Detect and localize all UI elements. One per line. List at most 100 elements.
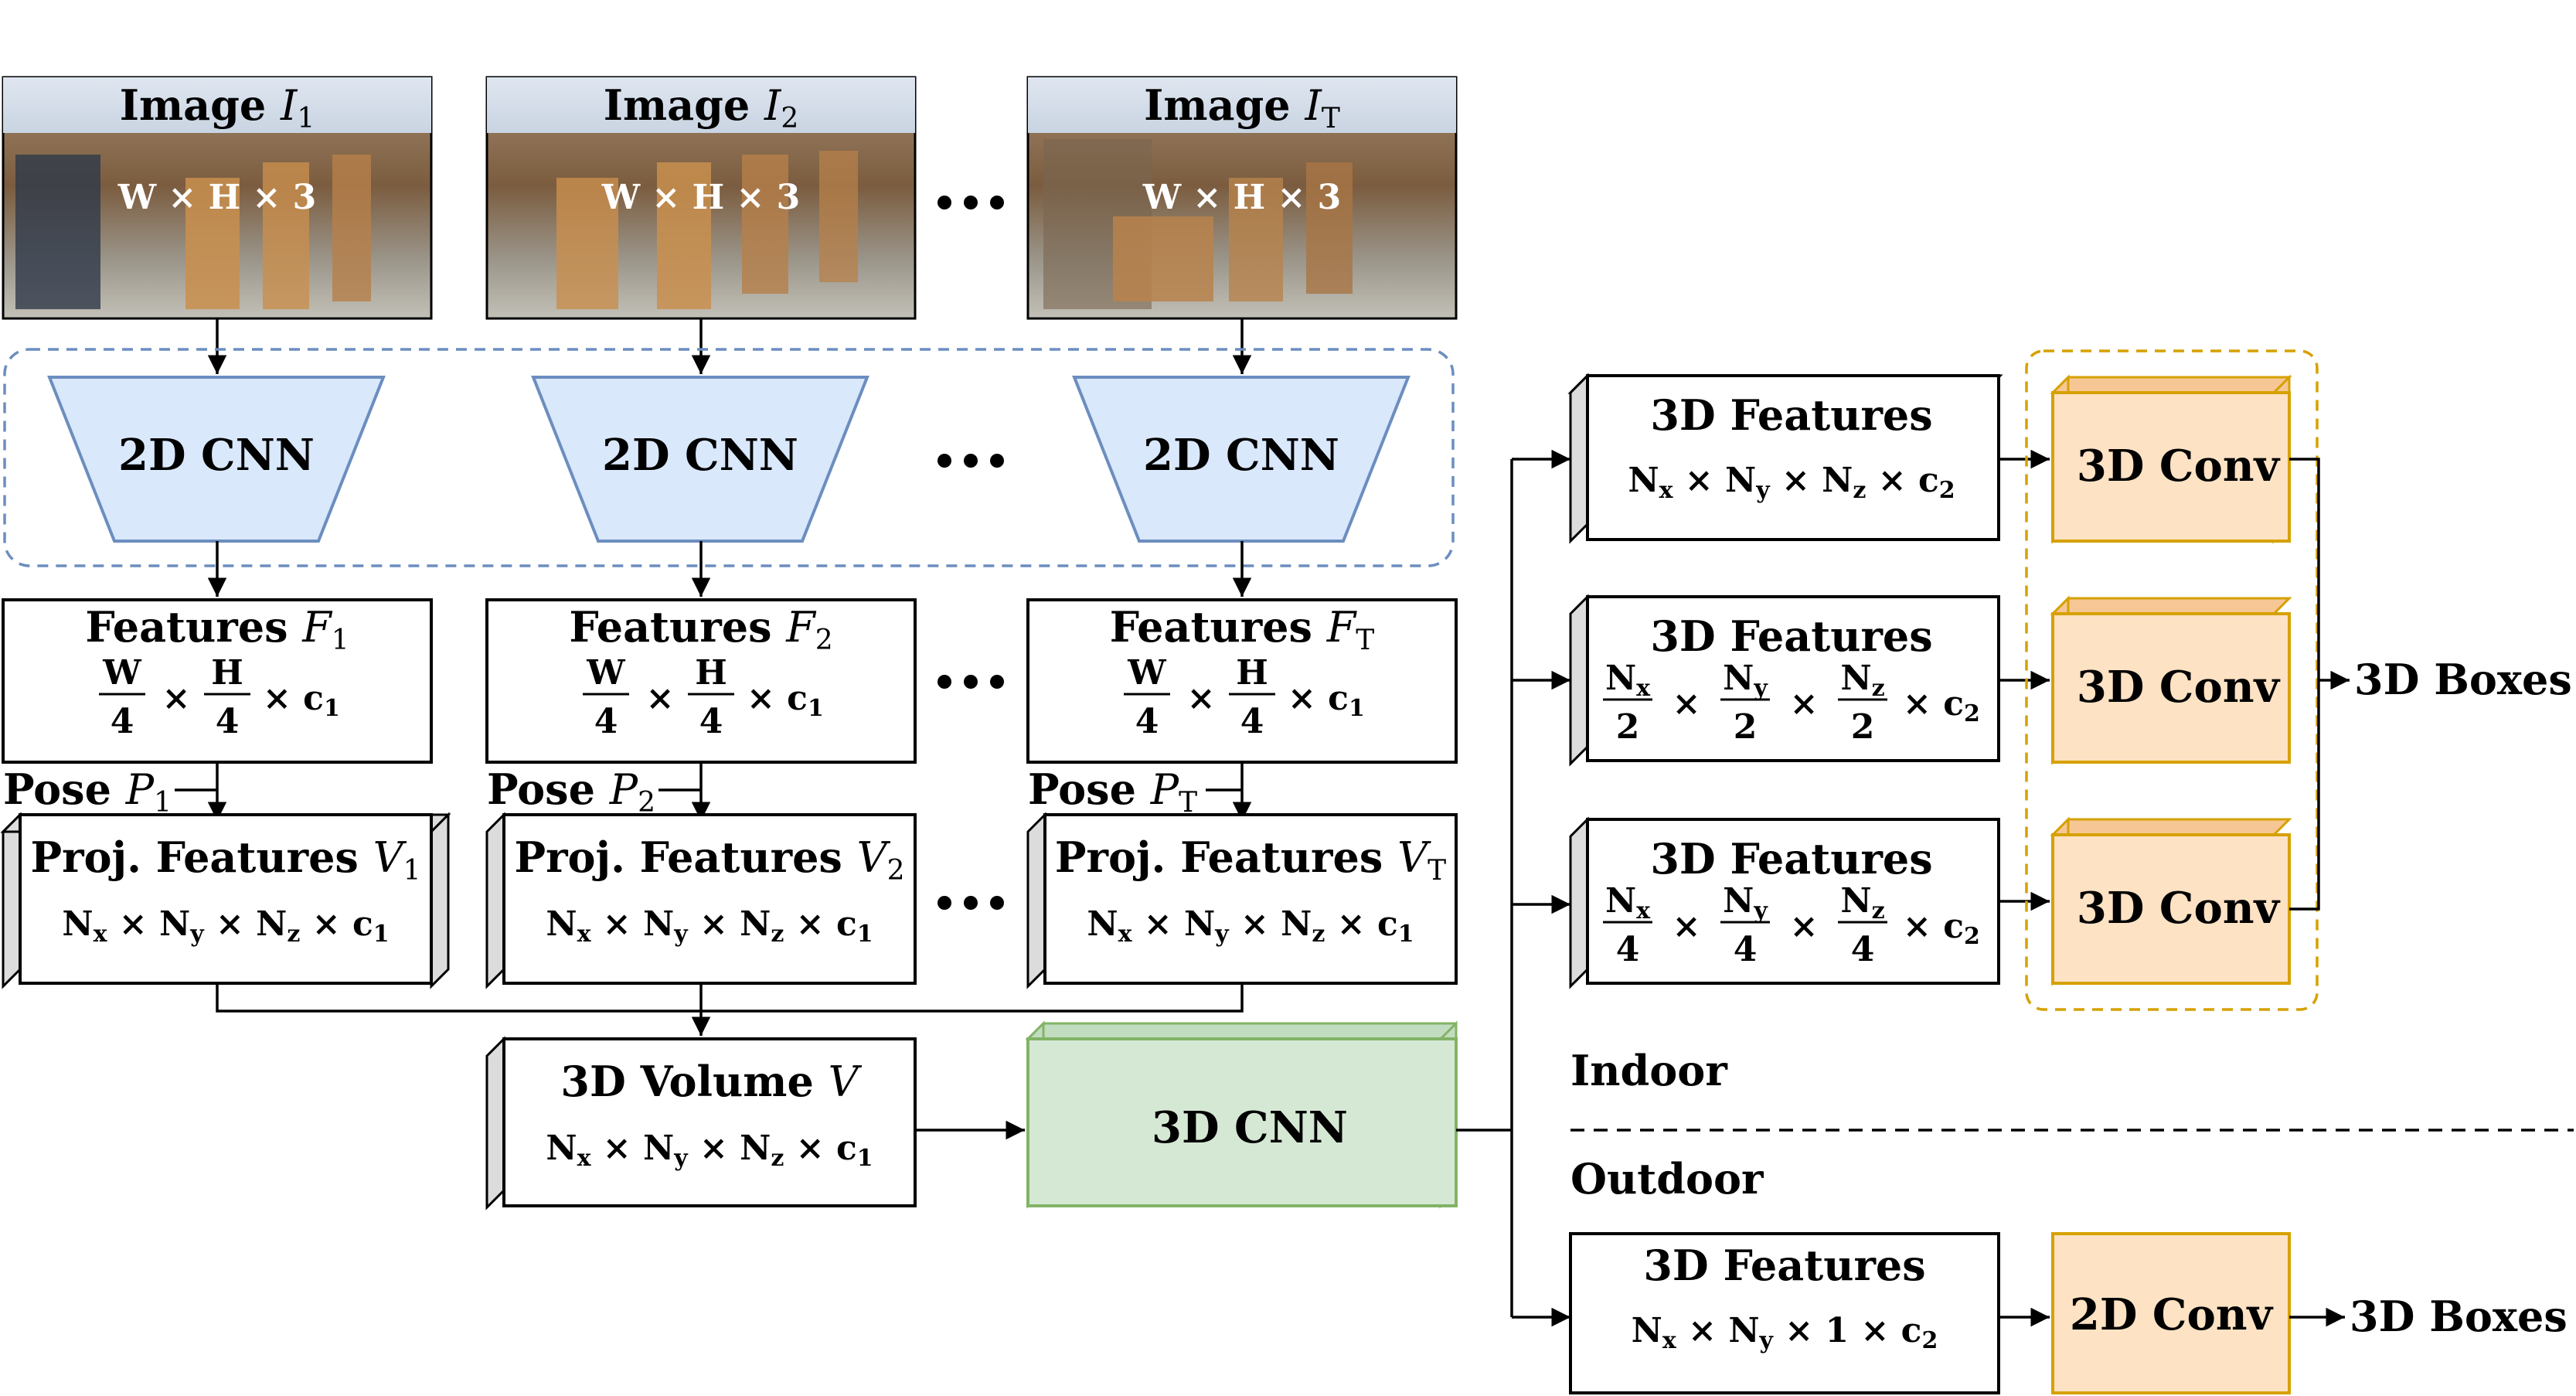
svg-text:Proj. Features VT: Proj. Features VT (1055, 832, 1446, 887)
conv2d-box: 2D Conv (2051, 1232, 2291, 1394)
svg-text:Proj. Features V1: Proj. Features V1 (30, 832, 420, 887)
svg-text:Nx × Ny × Nz × c1: Nx × Ny × Nz × c1 (546, 904, 873, 948)
feat3d-box-3: 3D Features Nx 4 × Ny 4 × Nz 4 × c2 (1569, 816, 2000, 989)
svg-text:H: H (695, 653, 727, 693)
svg-text:× c1: × c1 (263, 679, 340, 722)
svg-text:×: × (1187, 679, 1216, 718)
svg-text:4: 4 (1240, 702, 1264, 741)
svg-text:4: 4 (1616, 930, 1640, 969)
shared-cnn-group (3, 348, 1455, 567)
svg-text:4: 4 (111, 702, 134, 741)
svg-text:2: 2 (1734, 707, 1758, 747)
svg-text:3D Features: 3D Features (1650, 390, 1932, 440)
image-panel-2: Image I2 W × H × 3 (485, 76, 917, 320)
svg-text:3D Features: 3D Features (1643, 1241, 1925, 1290)
ellipsis-proj (938, 896, 1004, 910)
svg-text:Nx × Ny × Nz × c1: Nx × Ny × Nz × c1 (62, 904, 389, 948)
features-box-3: Features FT W 4 × H 4 × c1 (1026, 598, 1458, 764)
image-1-dims: W × H × 3 (117, 178, 317, 217)
feat3d-box-outdoor: 3D Features Nx × Ny × 1 × c2 (1569, 1232, 2000, 1394)
svg-text:Nx × Ny × Nz × c1: Nx × Ny × Nz × c1 (1087, 904, 1414, 948)
svg-text:Features F1: Features F1 (85, 602, 349, 656)
image-3-label: Image IT (1144, 80, 1340, 134)
svg-text:Features F2: Features F2 (569, 602, 832, 656)
svg-text:× c2: × c2 (1903, 684, 1980, 727)
svg-text:× c1: × c1 (1288, 679, 1365, 722)
svg-text:2: 2 (1851, 707, 1875, 747)
svg-text:Proj. Features V2: Proj. Features V2 (514, 832, 904, 887)
svg-text:× c1: × c1 (747, 679, 824, 722)
svg-text:4: 4 (216, 702, 240, 741)
image-2-label: Image I2 (604, 80, 799, 134)
svg-text:2: 2 (1616, 707, 1640, 747)
features-box-1: Features F1 W 4 × H 4 × c1 (2, 598, 433, 764)
svg-text:3D Features: 3D Features (1650, 834, 1932, 884)
svg-text:Nx × Ny × 1 × c2: Nx × Ny × 1 × c2 (1632, 1311, 1938, 1354)
cnn2d-1: 2D CNN (47, 376, 386, 543)
svg-text:Features FT: Features FT (1110, 602, 1374, 656)
proj-box-2: Proj. Features V2 Nx × Ny × Nz × c1 (485, 812, 917, 989)
svg-text:×: × (1673, 907, 1701, 946)
proj-box-1: Proj. Features V1 Nx × Ny × Nz × c1 (0, 812, 451, 989)
svg-text:×: × (162, 679, 191, 718)
svg-text:Nx: Nx (1605, 659, 1651, 702)
conv3d-box-1: 3D Conv (2050, 374, 2292, 544)
image-3-dims: W × H × 3 (1142, 178, 1342, 217)
cnn2d-2-label: 2D CNN (602, 430, 798, 481)
volume-box: 3D Volume V Nx × Ny × Nz × c1 (485, 1036, 917, 1210)
svg-text:Ny: Ny (1723, 881, 1768, 924)
svg-text:Nz: Nz (1840, 881, 1884, 924)
cnn2d-3-label: 2D CNN (1143, 430, 1339, 481)
outdoor-boxes-label: 3D Boxes (2350, 1292, 2567, 1341)
conv3d-box-2: 3D Conv (2050, 595, 2292, 765)
svg-text:× c2: × c2 (1903, 907, 1980, 950)
svg-text:×: × (1673, 684, 1701, 724)
svg-text:H: H (211, 653, 243, 693)
cnn3d-label: 3D CNN (1152, 1102, 1348, 1153)
image-panel-3: Image IT W × H × 3 (1026, 76, 1458, 320)
svg-text:×: × (1790, 907, 1819, 946)
svg-text:Nx: Nx (1605, 881, 1651, 924)
svg-text:4: 4 (1851, 930, 1875, 969)
svg-text:H: H (1236, 653, 1268, 693)
svg-text:3D Conv: 3D Conv (2077, 883, 2281, 934)
indoor-boxes-label: 3D Boxes (2354, 655, 2572, 704)
ellipsis-images (938, 196, 1004, 209)
outdoor-label: Outdoor (1570, 1154, 1764, 1204)
svg-text:W: W (1127, 653, 1166, 693)
svg-text:Nz: Nz (1840, 659, 1884, 702)
svg-text:4: 4 (1135, 702, 1159, 741)
svg-text:4: 4 (594, 702, 618, 741)
svg-text:W: W (586, 653, 625, 693)
features-box-2: Features F2 W 4 × H 4 × c1 (485, 598, 917, 764)
cnn2d-1-label: 2D CNN (118, 430, 315, 481)
svg-text:×: × (1790, 684, 1819, 724)
indoor-label: Indoor (1570, 1046, 1727, 1095)
pose-3-label: Pose PT (1028, 764, 1197, 819)
svg-text:2D Conv: 2D Conv (2070, 1289, 2274, 1340)
proj-box-3: Proj. Features VT Nx × Ny × Nz × c1 (1026, 812, 1458, 989)
svg-text:3D Features: 3D Features (1650, 611, 1932, 661)
pose-1-label: Pose P1 (3, 764, 172, 819)
svg-text:Nx × Ny × Nz × c2: Nx × Ny × Nz × c2 (1628, 461, 1955, 504)
svg-text:Nx × Ny × Nz × c1: Nx × Ny × Nz × c1 (546, 1129, 873, 1172)
conv3d-group (2025, 349, 2319, 1011)
ellipsis-cnn (938, 454, 1004, 468)
cnn2d-2: 2D CNN (531, 376, 869, 543)
conv3d-box-3: 3D Conv (2050, 816, 2292, 986)
feat3d-box-2: 3D Features Nx 2 × Ny 2 × Nz 2 × c2 (1569, 594, 2000, 767)
svg-text:W: W (102, 653, 141, 693)
svg-text:4: 4 (1734, 930, 1758, 969)
cnn2d-3: 2D CNN (1072, 376, 1411, 543)
image-panel-1: Image I1 W × H × 3 (2, 76, 433, 320)
svg-text:3D Volume V: 3D Volume V (560, 1057, 862, 1106)
svg-text:3D Conv: 3D Conv (2077, 662, 2281, 713)
image-2-dims: W × H × 3 (601, 178, 801, 217)
svg-text:3D Conv: 3D Conv (2077, 441, 2281, 492)
pose-2-label: Pose P2 (487, 764, 655, 819)
svg-text:Ny: Ny (1723, 659, 1768, 702)
svg-text:4: 4 (699, 702, 723, 741)
ellipsis-features (938, 675, 1004, 689)
svg-text:×: × (646, 679, 675, 718)
